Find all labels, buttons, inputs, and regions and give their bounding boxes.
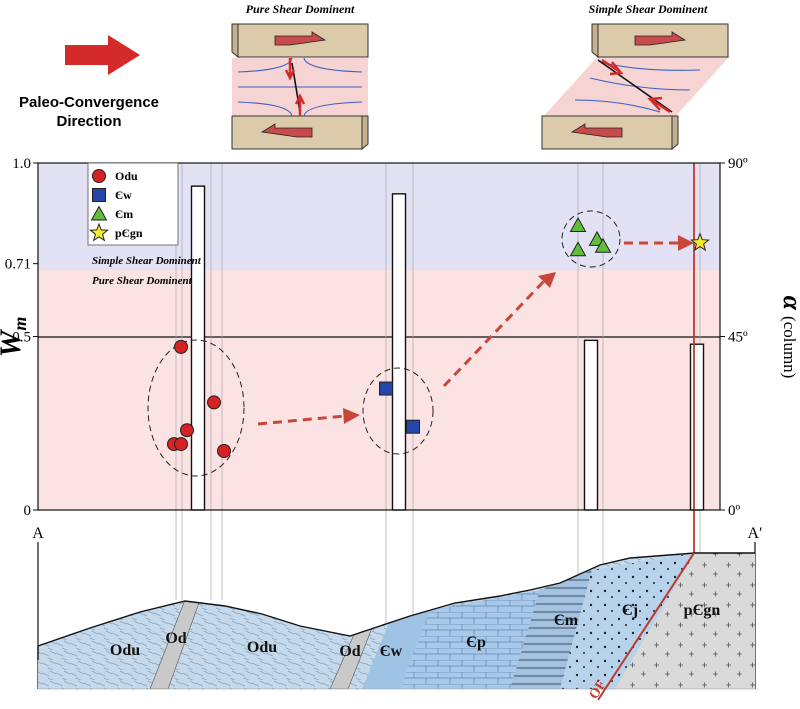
marker-square bbox=[92, 188, 106, 202]
marker-circle bbox=[92, 169, 106, 183]
y-left-tick-label: 0.71 bbox=[5, 257, 31, 273]
alpha-column bbox=[190, 185, 206, 511]
trend-arrowheads bbox=[343, 235, 694, 424]
convergence-label-line1: Paleo-Convergence bbox=[19, 94, 159, 111]
legend-label: Єm bbox=[115, 207, 133, 221]
marker-star bbox=[89, 222, 109, 242]
legend-label: Odu bbox=[115, 169, 138, 183]
data-points bbox=[167, 216, 710, 459]
pure-shear-title: Pure Shear Dominent bbox=[246, 2, 355, 16]
marker-triangle bbox=[594, 237, 612, 253]
y-right-tick-label: 0º bbox=[728, 503, 741, 519]
marker-triangle bbox=[569, 241, 587, 257]
y-left-tick-label: 0.5 bbox=[12, 330, 31, 346]
zone-label-pure: Pure Shear Dominent bbox=[92, 275, 193, 287]
marker-triangle bbox=[569, 216, 587, 232]
marker-star bbox=[690, 232, 710, 252]
marker-square bbox=[379, 381, 393, 396]
simple-shear-title: Simple Shear Dominent bbox=[589, 2, 708, 16]
marker-circle bbox=[207, 395, 221, 410]
pure-shear-schematic: Pure Shear Dominent bbox=[231, 2, 369, 151]
cross-section: A A′ OF Odu Od Odu Od Єw Єp Єm Єj pЄgn bbox=[32, 525, 762, 702]
marker-circle bbox=[174, 437, 188, 452]
convergence-arrow-icon bbox=[65, 35, 140, 75]
alpha-column bbox=[583, 339, 599, 511]
zone-label-simple: Simple Shear Dominent bbox=[92, 255, 202, 267]
simple-shear-schematic: Simple Shear Dominent bbox=[541, 2, 730, 151]
unit-label-od-1: Od bbox=[165, 630, 186, 647]
projection-lines bbox=[175, 163, 701, 640]
convergence-label-line2: Direction bbox=[56, 113, 121, 130]
unit-label-cw: Єw bbox=[380, 643, 403, 660]
y-axis-right: 0º 45º 90º bbox=[720, 156, 748, 519]
group-ellipses bbox=[147, 210, 621, 477]
section-label-right: A′ bbox=[747, 525, 762, 542]
trend-arrows bbox=[257, 241, 680, 426]
y-left-tick-label: 1.0 bbox=[12, 156, 31, 172]
marker-circle bbox=[217, 444, 231, 459]
marker-circle bbox=[174, 339, 188, 354]
marker-circle bbox=[180, 423, 194, 438]
alpha-column bbox=[391, 193, 407, 511]
fault-line-section bbox=[597, 552, 695, 701]
chart-area: 0 0.5 0.71 1.0 0º 45º 90º Wm α(column) Simple… bbox=[0, 156, 800, 640]
legend-label: Єw bbox=[115, 188, 132, 202]
unit-label-od-2: Od bbox=[339, 643, 360, 660]
y-axis-right-title: α(column) bbox=[778, 296, 800, 379]
unit-label-pcgn: pЄgn bbox=[684, 602, 721, 619]
unit-label-odu-2: Odu bbox=[247, 639, 277, 656]
y-right-tick-label: 45º bbox=[728, 330, 748, 346]
unit-label-odu-1: Odu bbox=[110, 642, 140, 659]
unit-label-cp: Єp bbox=[466, 634, 486, 651]
marker-square bbox=[406, 419, 420, 434]
y-axis-left-title: Wm bbox=[0, 317, 30, 358]
section-label-left: A bbox=[32, 525, 44, 542]
legend-label: pЄgn bbox=[115, 226, 143, 240]
alpha-column bbox=[689, 343, 705, 511]
y-right-tick-label: 90º bbox=[728, 156, 748, 172]
marker-triangle bbox=[90, 205, 108, 221]
y-left-tick-label: 0 bbox=[24, 503, 32, 519]
unit-label-cj: Єj bbox=[622, 602, 638, 619]
y-axis-left: 0 0.5 0.71 1.0 bbox=[5, 156, 38, 519]
unit-label-cm: Єm bbox=[554, 612, 579, 629]
convergence-direction-legend: Paleo-Convergence Direction bbox=[19, 35, 159, 130]
